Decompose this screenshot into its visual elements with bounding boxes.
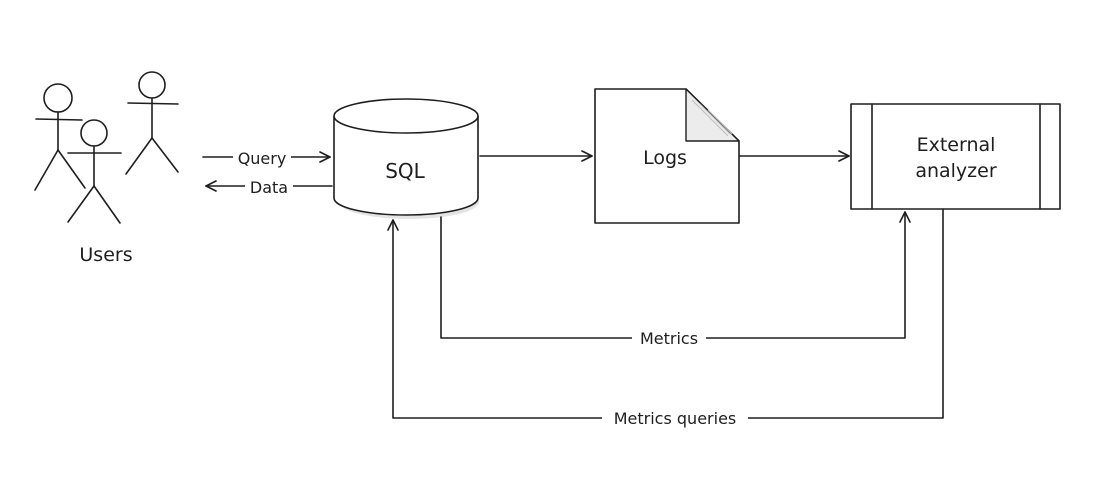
edge-metrics-label: Metrics	[640, 329, 698, 348]
edge-query-label: Query	[238, 149, 287, 168]
stick-figure-icon	[34, 83, 86, 191]
analyzer-label-line1: External	[917, 134, 996, 156]
sql-label: SQL	[385, 159, 425, 183]
edge-data: Data	[205, 177, 333, 197]
edge-metrics-queries: Metrics queries	[387, 208, 944, 428]
users-actor: Users	[34, 71, 179, 266]
logs-document: Logs	[594, 88, 740, 224]
sql-database: SQL	[333, 98, 479, 219]
stick-figure-icon	[125, 71, 179, 175]
process-box-icon	[850, 103, 1061, 210]
external-analyzer: External analyzer	[850, 103, 1061, 210]
stick-figure-icon	[67, 119, 122, 224]
edge-metrics: Metrics	[440, 211, 911, 348]
edge-query: Query	[202, 148, 331, 168]
edge-metrics-queries-label: Metrics queries	[614, 409, 737, 428]
database-cylinder-icon	[333, 98, 479, 219]
analyzer-label-line2: analyzer	[915, 160, 997, 182]
users-label: Users	[79, 244, 132, 266]
document-icon	[594, 88, 740, 224]
logs-label: Logs	[643, 147, 687, 169]
edge-data-label: Data	[250, 178, 288, 197]
